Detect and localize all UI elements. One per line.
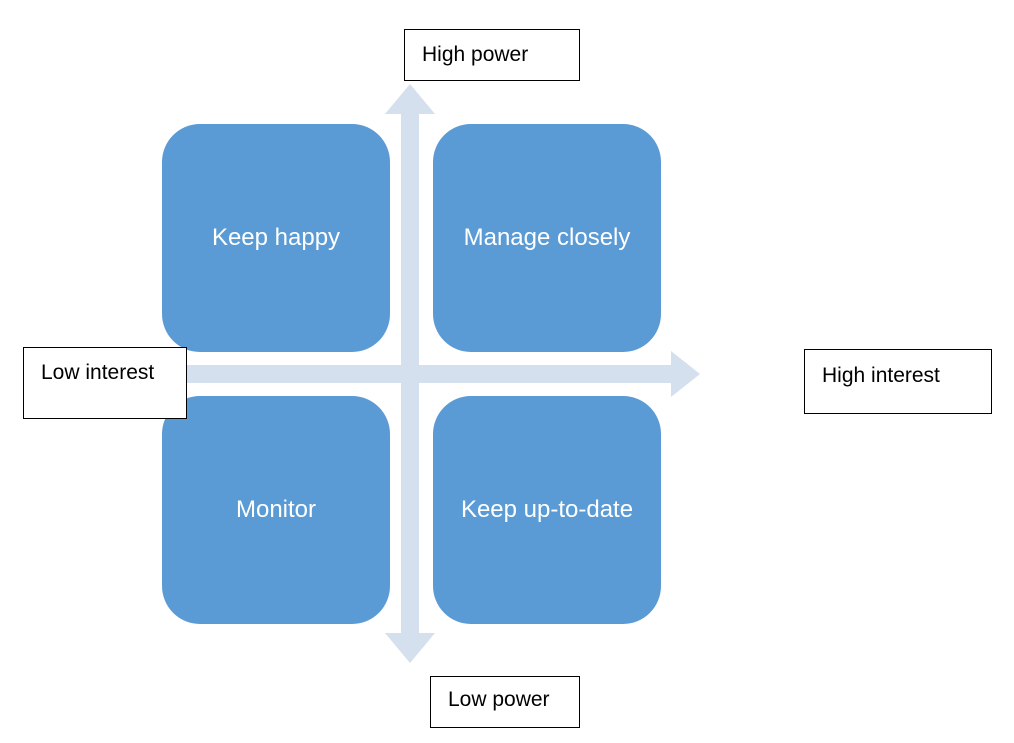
axis-label-low-power: Low power xyxy=(430,676,580,728)
axis-label-text: High interest xyxy=(822,364,940,387)
axis-label-high-power: High power xyxy=(404,29,580,81)
horizontal-axis-arrow xyxy=(187,351,700,397)
axis-label-text: Low interest xyxy=(41,361,155,384)
quadrant-monitor: Monitor xyxy=(162,396,390,624)
quadrant-label: Manage closely xyxy=(463,224,631,251)
quadrant-keep-up-to-date: Keep up-to-date xyxy=(433,396,661,624)
axis-label-high-interest: High interest xyxy=(804,349,992,414)
quadrant-label: Keep up-to-date xyxy=(460,496,634,523)
quadrant-label: Keep happy xyxy=(211,224,341,251)
axis-label-low-interest: Low interest xyxy=(23,347,187,419)
quadrant-label: Monitor xyxy=(235,496,317,523)
quadrant-keep-happy: Keep happy xyxy=(162,124,390,352)
axis-label-text: Low power xyxy=(448,688,550,711)
axis-label-text: High power xyxy=(422,43,529,66)
quadrant-manage-closely: Manage closely xyxy=(433,124,661,352)
